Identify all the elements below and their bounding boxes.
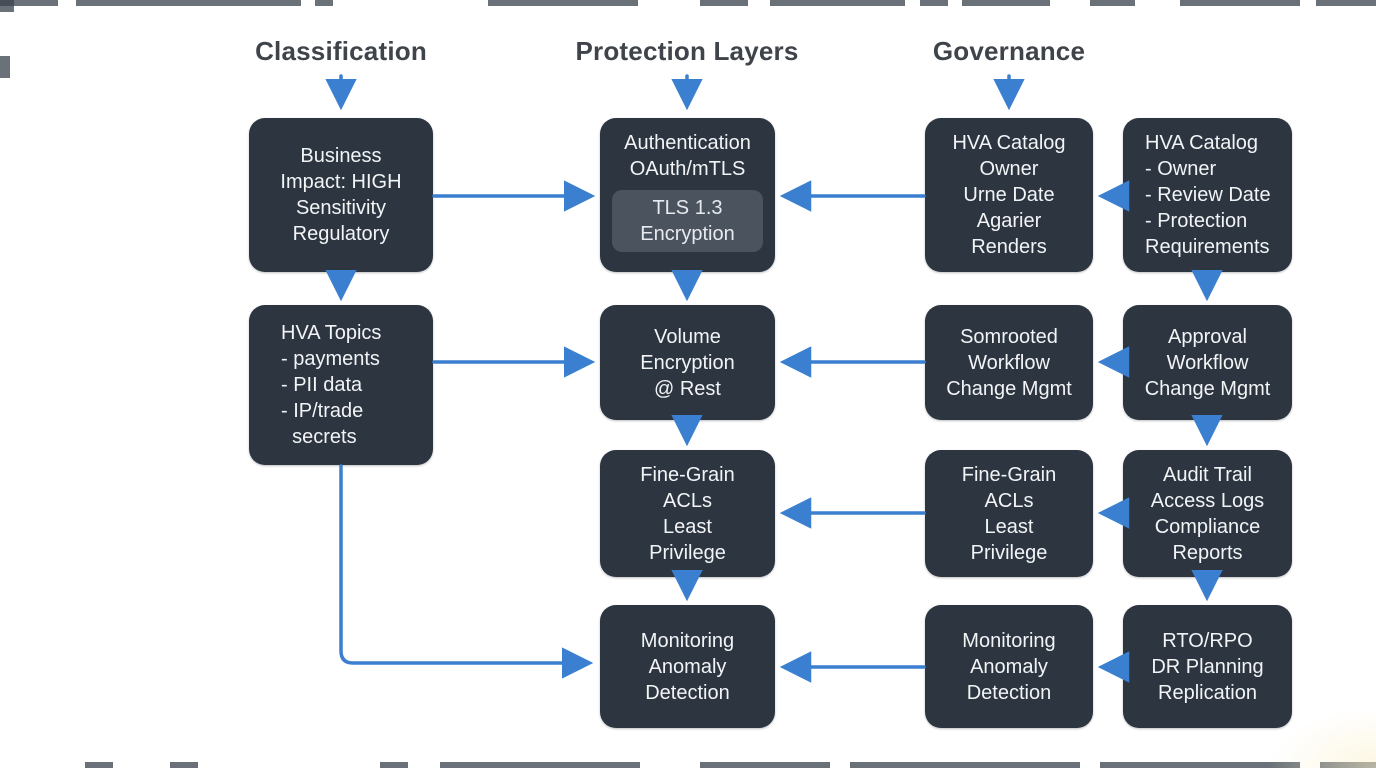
node-workflow-governance: Somrooted Workflow Change Mgmt [925, 305, 1093, 420]
node-business-impact-label: Business Impact: HIGH Sensitivity Regula… [280, 145, 402, 245]
corner-tint [1266, 708, 1376, 768]
node-monitoring-protection: Monitoring Anomaly Detection [600, 605, 775, 728]
node-hva-catalog-detail-label: HVA Catalog - Owner - Review Date - Prot… [1145, 132, 1271, 258]
column-header-classification: Classification [255, 36, 427, 66]
node-approval-workflow-label: Approval Workflow Change Mgmt [1144, 325, 1271, 400]
node-authentication-label: Authentication OAuth/mTLS [624, 132, 751, 180]
node-hva-catalog-detail: HVA Catalog - Owner - Review Date - Prot… [1123, 118, 1292, 272]
node-audit-trail: Audit Trail Access Logs Compliance Repor… [1123, 450, 1292, 577]
node-fine-grain-acls-governance: Fine-Grain ACLs Least Privilege [925, 450, 1093, 577]
column-header-protection-layers: Protection Layers [575, 36, 799, 66]
node-approval-workflow: Approval Workflow Change Mgmt [1123, 305, 1292, 420]
node-volume-encryption: Volume Encryption @ Rest [600, 305, 775, 420]
node-rto-rpo: RTO/RPO DR Planning Replication [1123, 605, 1292, 728]
node-volume-encryption-label: Volume Encryption @ Rest [640, 325, 735, 400]
node-fine-grain-acls-protection: Fine-Grain ACLs Least Privilege [600, 450, 775, 577]
node-hva-catalog-governance: HVA Catalog Owner Urne Date Agarier Rend… [925, 118, 1093, 272]
node-monitoring-protection-label: Monitoring Anomaly Detection [640, 629, 735, 704]
node-monitoring-governance-label: Monitoring Anomaly Detection [962, 629, 1056, 704]
column-header-governance: Governance [932, 36, 1086, 66]
node-authentication: Authentication OAuth/mTLS TLS 1.3 Encryp… [600, 118, 775, 272]
node-workflow-governance-label: Somrooted Workflow Change Mgmt [946, 325, 1072, 400]
node-hva-catalog-governance-label: HVA Catalog Owner Urne Date Agarier Rend… [952, 132, 1066, 258]
node-rto-rpo-label: RTO/RPO DR Planning Replication [1151, 629, 1264, 704]
node-fine-grain-acls-protection-label: Fine-Grain ACLs Least Privilege [640, 463, 735, 564]
node-tls-encryption-label: TLS 1.3 Encryption [640, 197, 735, 245]
node-hva-topics-label: HVA Topics - payments - PII data - IP/tr… [281, 322, 382, 448]
node-audit-trail-label: Audit Trail Access Logs Compliance Repor… [1150, 463, 1265, 564]
node-business-impact: Business Impact: HIGH Sensitivity Regula… [249, 118, 433, 272]
node-fine-grain-acls-governance-label: Fine-Grain ACLs Least Privilege [961, 463, 1057, 564]
arrow-topics-to-monitoring [339, 464, 594, 679]
node-tls-encryption: TLS 1.3 Encryption [612, 190, 763, 252]
node-monitoring-governance: Monitoring Anomaly Detection [925, 605, 1093, 728]
node-hva-topics: HVA Topics - payments - PII data - IP/tr… [249, 305, 433, 465]
